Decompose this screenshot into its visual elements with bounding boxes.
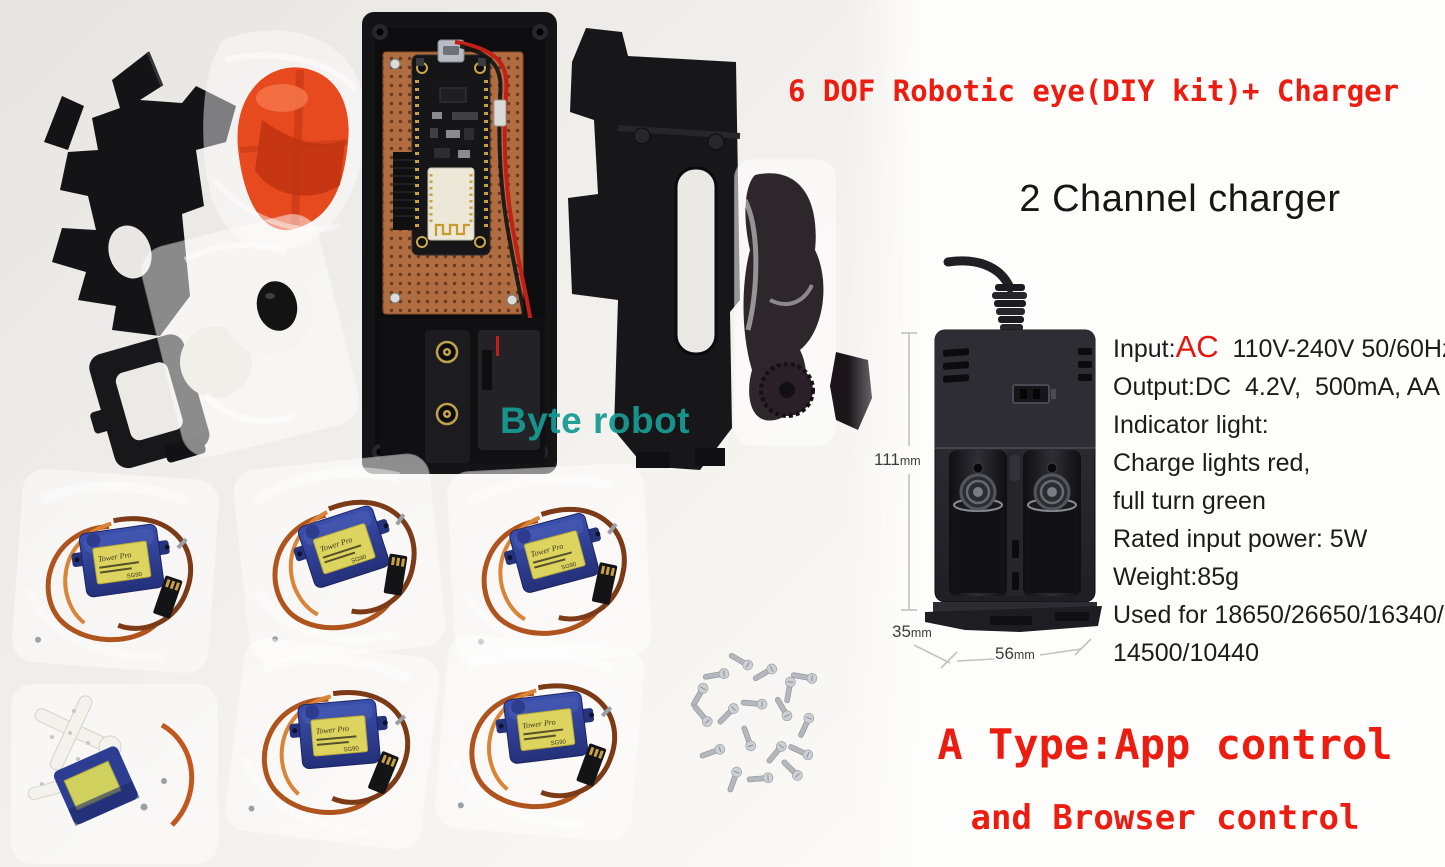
black-wire — [459, 44, 529, 335]
contact-spring — [1033, 473, 1071, 511]
micro-servo — [53, 746, 140, 826]
contact-spring — [959, 473, 997, 511]
center-rail — [1007, 450, 1023, 596]
vent-slots-right — [1078, 348, 1092, 381]
spec-indicator: Indicator light: — [1113, 411, 1269, 439]
usb-uart-chip — [439, 87, 467, 103]
battery-channel-left — [949, 450, 1007, 596]
control-type-line1: A Type:App control — [937, 720, 1393, 769]
servo-horns-bag — [11, 684, 218, 864]
plate-slot — [674, 166, 718, 356]
jst-connector — [493, 99, 507, 127]
vent-slots-left — [943, 348, 969, 383]
printed-back-plate — [568, 28, 741, 470]
screw-post — [435, 340, 459, 364]
spec-full-green: full turn green — [1113, 487, 1266, 515]
servo-bag-5 — [434, 634, 645, 842]
photo-fade — [848, 0, 920, 867]
spec-input-ac: AC — [1175, 329, 1219, 364]
spec-used-for-2: 14500/10440 — [1113, 639, 1259, 667]
dimension-width: 56mm — [995, 644, 1035, 663]
spec-output: Output:DC 4.2V, 500mA, AA — [1113, 373, 1441, 401]
power-cable — [943, 256, 1015, 293]
battery-channel-right — [1023, 450, 1081, 596]
wifi-antenna-trace — [434, 223, 470, 236]
spec-weight: Weight:85g — [1113, 563, 1240, 591]
indicator-window — [1012, 384, 1056, 404]
spec-rated-power: Rated input power: 5W — [1113, 525, 1368, 553]
printed-eye-bracket — [44, 51, 236, 336]
servo-bag-2 — [233, 452, 447, 663]
charger-figure — [925, 256, 1102, 632]
product-title: 6 DOF Robotic eye(DIY kit)+ Charger — [788, 74, 1400, 108]
watermark: Byte robot — [500, 400, 690, 441]
spec-used-for-1: Used for 18650/26650/16340/ — [1113, 601, 1444, 629]
dimension-height: 111mm — [874, 450, 921, 469]
spec-input: Input:AC 110V-240V 50/60Hz — [1113, 329, 1445, 364]
spec-charge-red: Charge lights red, — [1113, 449, 1311, 477]
dimension-depth: 35mm — [892, 622, 932, 641]
eyeball-pupil — [256, 281, 298, 331]
eyeball-back — [180, 326, 252, 398]
screw-post — [435, 402, 459, 426]
servo-bag-3 — [224, 637, 441, 851]
charger-heading: 2 Channel charger — [1019, 178, 1341, 220]
servo-bag-1 — [12, 468, 220, 673]
controller-box — [362, 12, 557, 474]
battery-holder — [478, 330, 540, 450]
cable-strain-relief — [992, 284, 1027, 331]
esp8266-module — [427, 167, 475, 241]
nodemcu-board — [411, 39, 491, 256]
servo-mount-rail — [425, 330, 470, 463]
orange-eyelid-part-bag — [203, 30, 366, 250]
dimension-lines — [901, 332, 1092, 669]
kit-photo: Tower Pro SG90 — [0, 0, 920, 867]
printed-parts-bag — [734, 159, 872, 446]
charger-specs: Input:AC 110V-240V 50/60Hz Output:DC 4.2… — [1113, 328, 1445, 672]
control-type-line2: and Browser control — [970, 798, 1360, 838]
charger-base — [925, 602, 1102, 632]
servo-bag-4 — [447, 463, 652, 665]
eyeballs-bag — [141, 213, 359, 458]
pin-header-strip — [393, 152, 415, 230]
red-wire — [454, 40, 534, 331]
